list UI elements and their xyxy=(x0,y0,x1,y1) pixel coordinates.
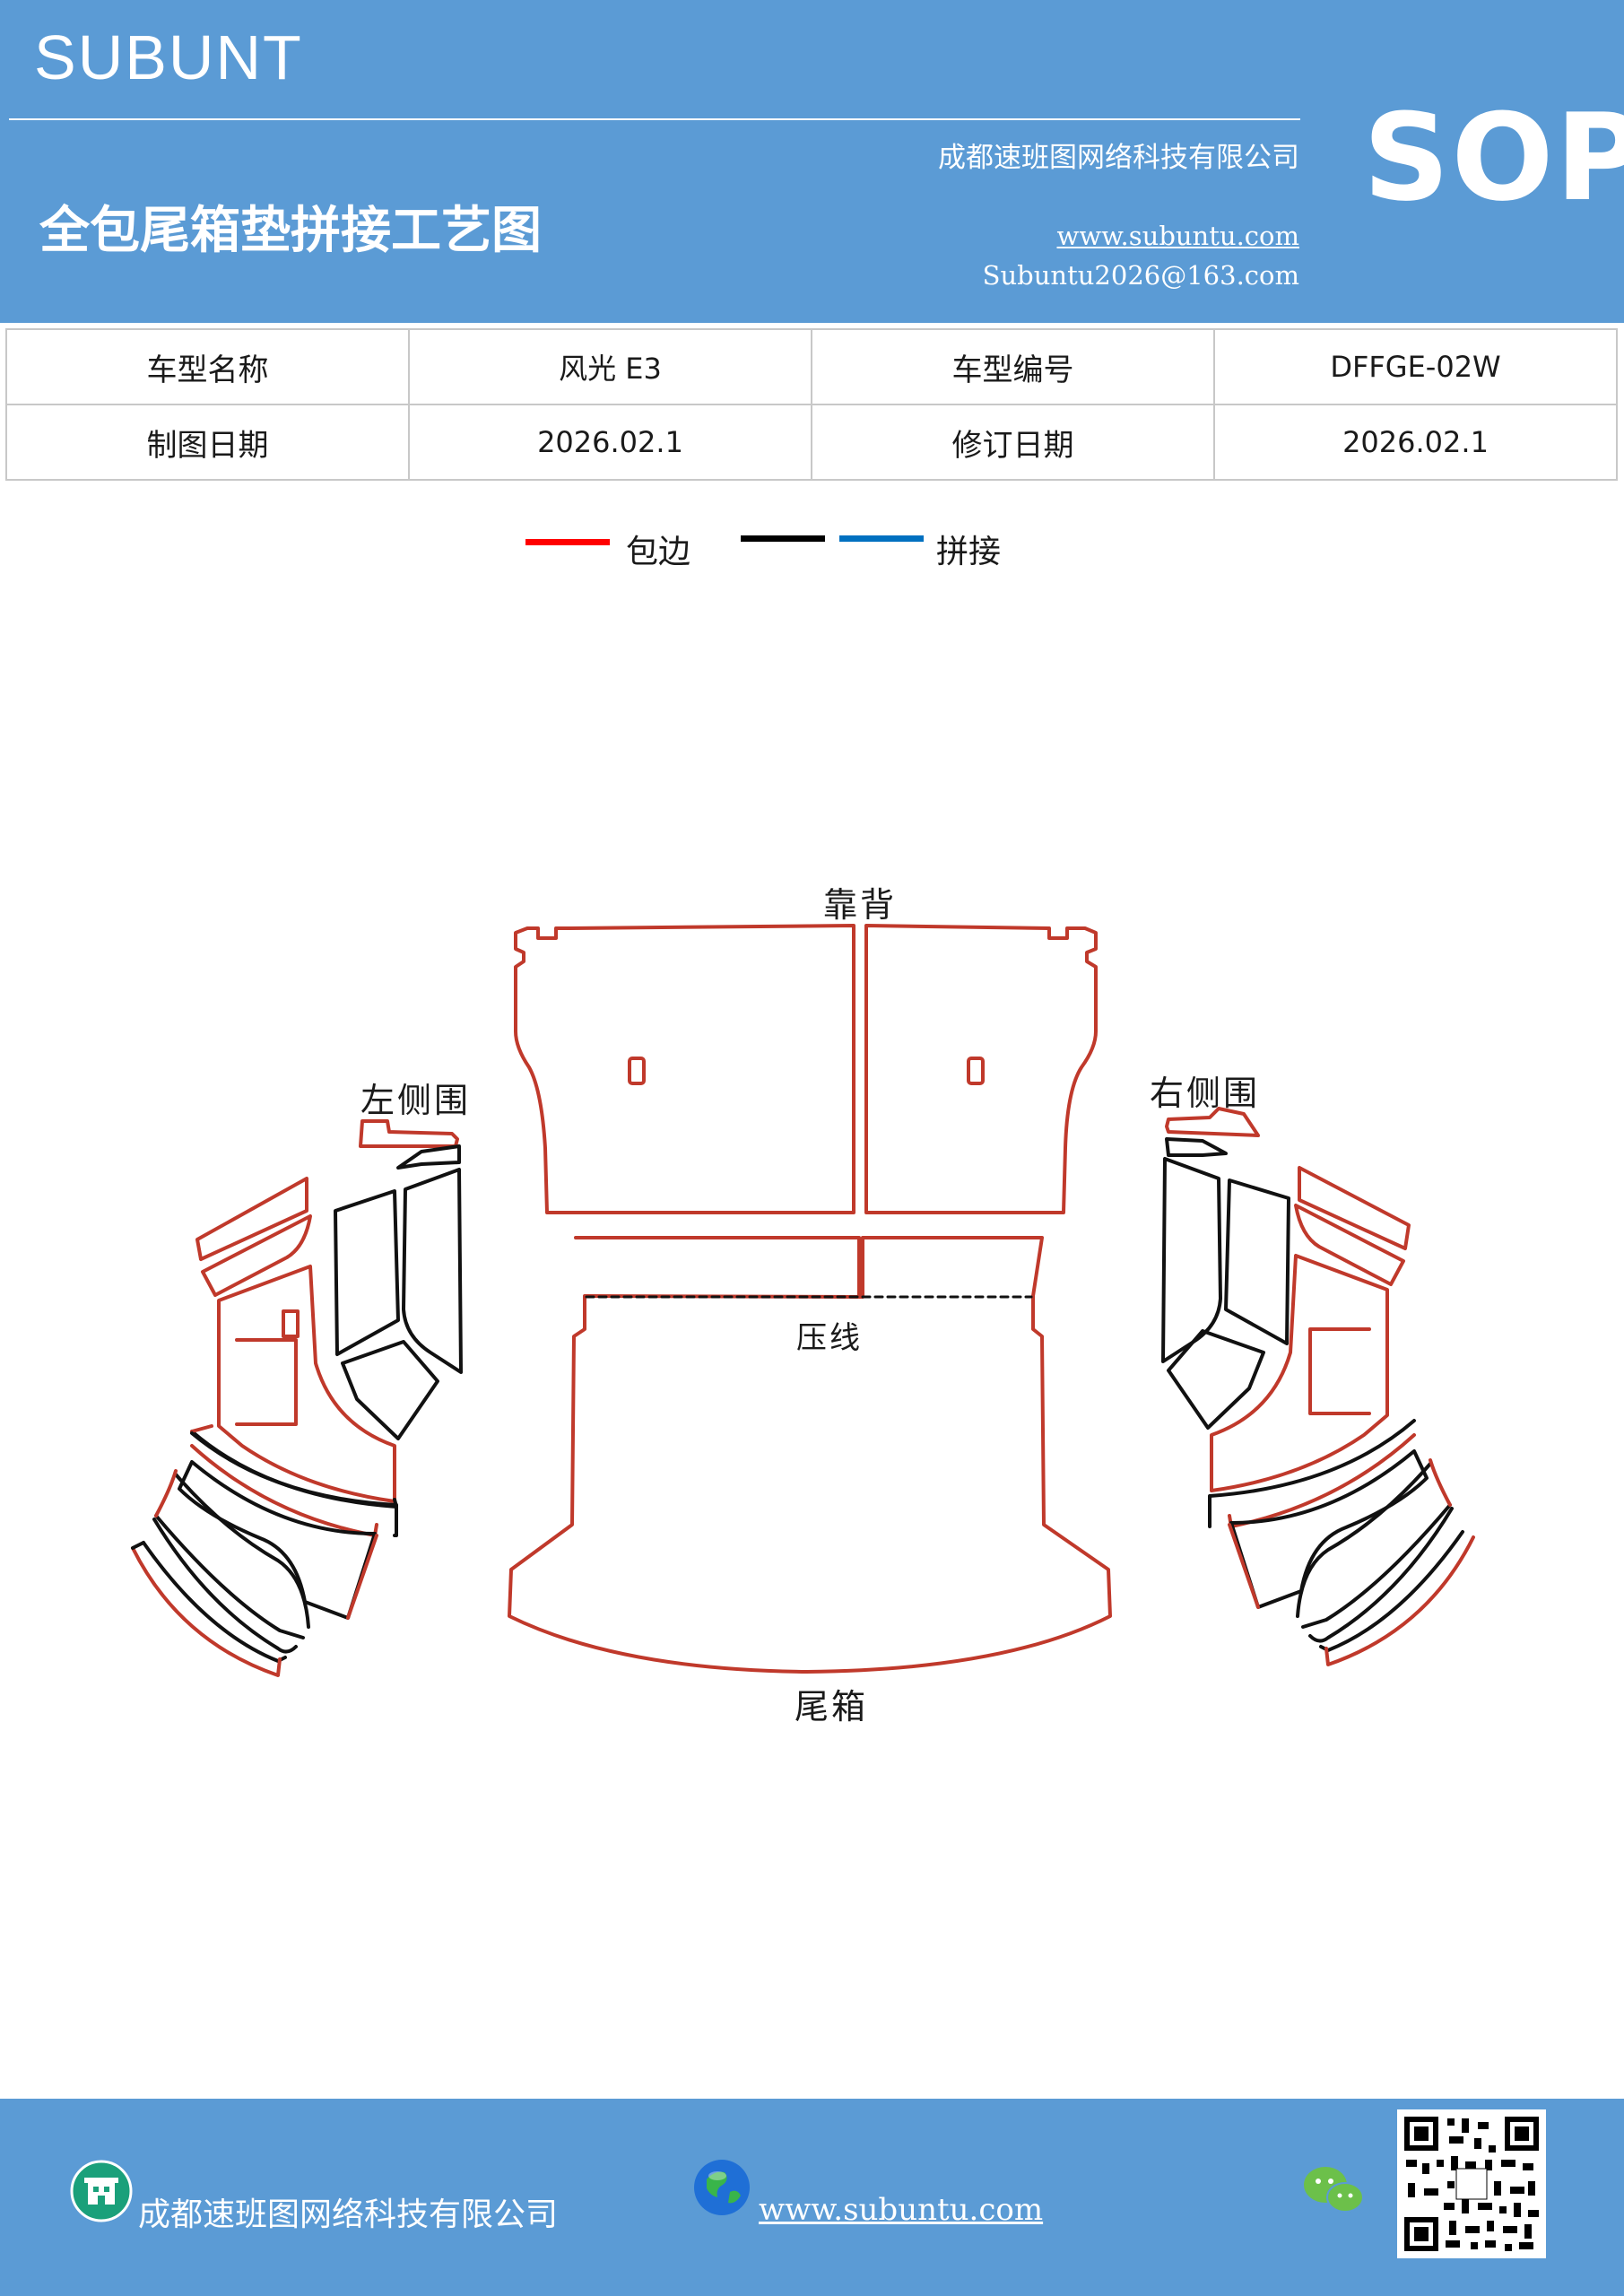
table-row: 制图日期 2026.02.1 修订日期 2026.02.1 xyxy=(5,404,1618,481)
legend-label-seam: 拼接 xyxy=(936,534,1002,570)
header-banner: SUBUNT 成都速班图网络科技有限公司 全包尾箱垫拼接工艺图 www.subu… xyxy=(0,0,1624,323)
line-legend: 包边 拼接 xyxy=(0,520,1624,574)
left-side-wall xyxy=(131,1119,463,1677)
backrest-right-panel xyxy=(864,924,1098,1214)
label-trunk: 尾箱 xyxy=(795,1687,869,1726)
header-divider xyxy=(9,118,1300,120)
building-icon xyxy=(70,2160,133,2222)
revise-date-value: 2026.02.1 xyxy=(1213,404,1618,481)
right-side-wall xyxy=(1161,1107,1475,1666)
draw-date-value: 2026.02.1 xyxy=(408,404,812,481)
qr-code-pattern xyxy=(1397,2109,1546,2258)
model-name-label: 车型名称 xyxy=(5,328,410,405)
header-email: Subuntu2026@163.com xyxy=(982,260,1299,291)
document-title: 全包尾箱垫拼接工艺图 xyxy=(39,201,542,260)
label-right-side: 右侧围 xyxy=(1150,1074,1261,1113)
legend-label-edge: 包边 xyxy=(626,534,691,570)
backrest-right-slot xyxy=(967,1057,985,1085)
header-website-link[interactable]: www.subuntu.com xyxy=(1056,221,1299,251)
footer-company: 成都速班图网络科技有限公司 xyxy=(138,2196,559,2233)
legend-swatch-edge xyxy=(525,539,610,545)
label-left-side: 左侧围 xyxy=(360,1081,472,1120)
draw-date-label: 制图日期 xyxy=(5,404,410,481)
sop-badge: SOP xyxy=(1363,88,1624,228)
revise-date-label: 修订日期 xyxy=(811,404,1215,481)
qr-code[interactable] xyxy=(1397,2109,1546,2258)
label-backrest: 靠背 xyxy=(823,885,898,925)
globe-icon xyxy=(694,2160,750,2215)
brand-name: SUBUNT xyxy=(34,22,303,92)
model-name-value: 风光 E3 xyxy=(408,328,812,405)
legend-swatch-black xyxy=(741,535,825,542)
footer-banner: 成都速班图网络科技有限公司 www.subuntu.com xyxy=(0,2099,1624,2296)
backrest-left-slot xyxy=(628,1057,646,1085)
backrest-left-panel xyxy=(514,924,855,1214)
wechat-icon xyxy=(1304,2167,1364,2213)
model-code-value: DFFGE-02W xyxy=(1213,328,1618,405)
legend-swatch-seam xyxy=(839,535,924,542)
footer-website-link[interactable]: www.subuntu.com xyxy=(759,2192,1044,2228)
header-company: 成都速班图网络科技有限公司 xyxy=(938,142,1299,174)
model-code-label: 车型编号 xyxy=(811,328,1215,405)
trunk-floor-panel xyxy=(508,1236,1112,1674)
label-press-line: 压线 xyxy=(796,1320,863,1356)
vehicle-info-table: 车型名称 风光 E3 车型编号 DFFGE-02W 制图日期 2026.02.1… xyxy=(5,328,1618,481)
table-row: 车型名称 风光 E3 车型编号 DFFGE-02W xyxy=(5,328,1618,405)
